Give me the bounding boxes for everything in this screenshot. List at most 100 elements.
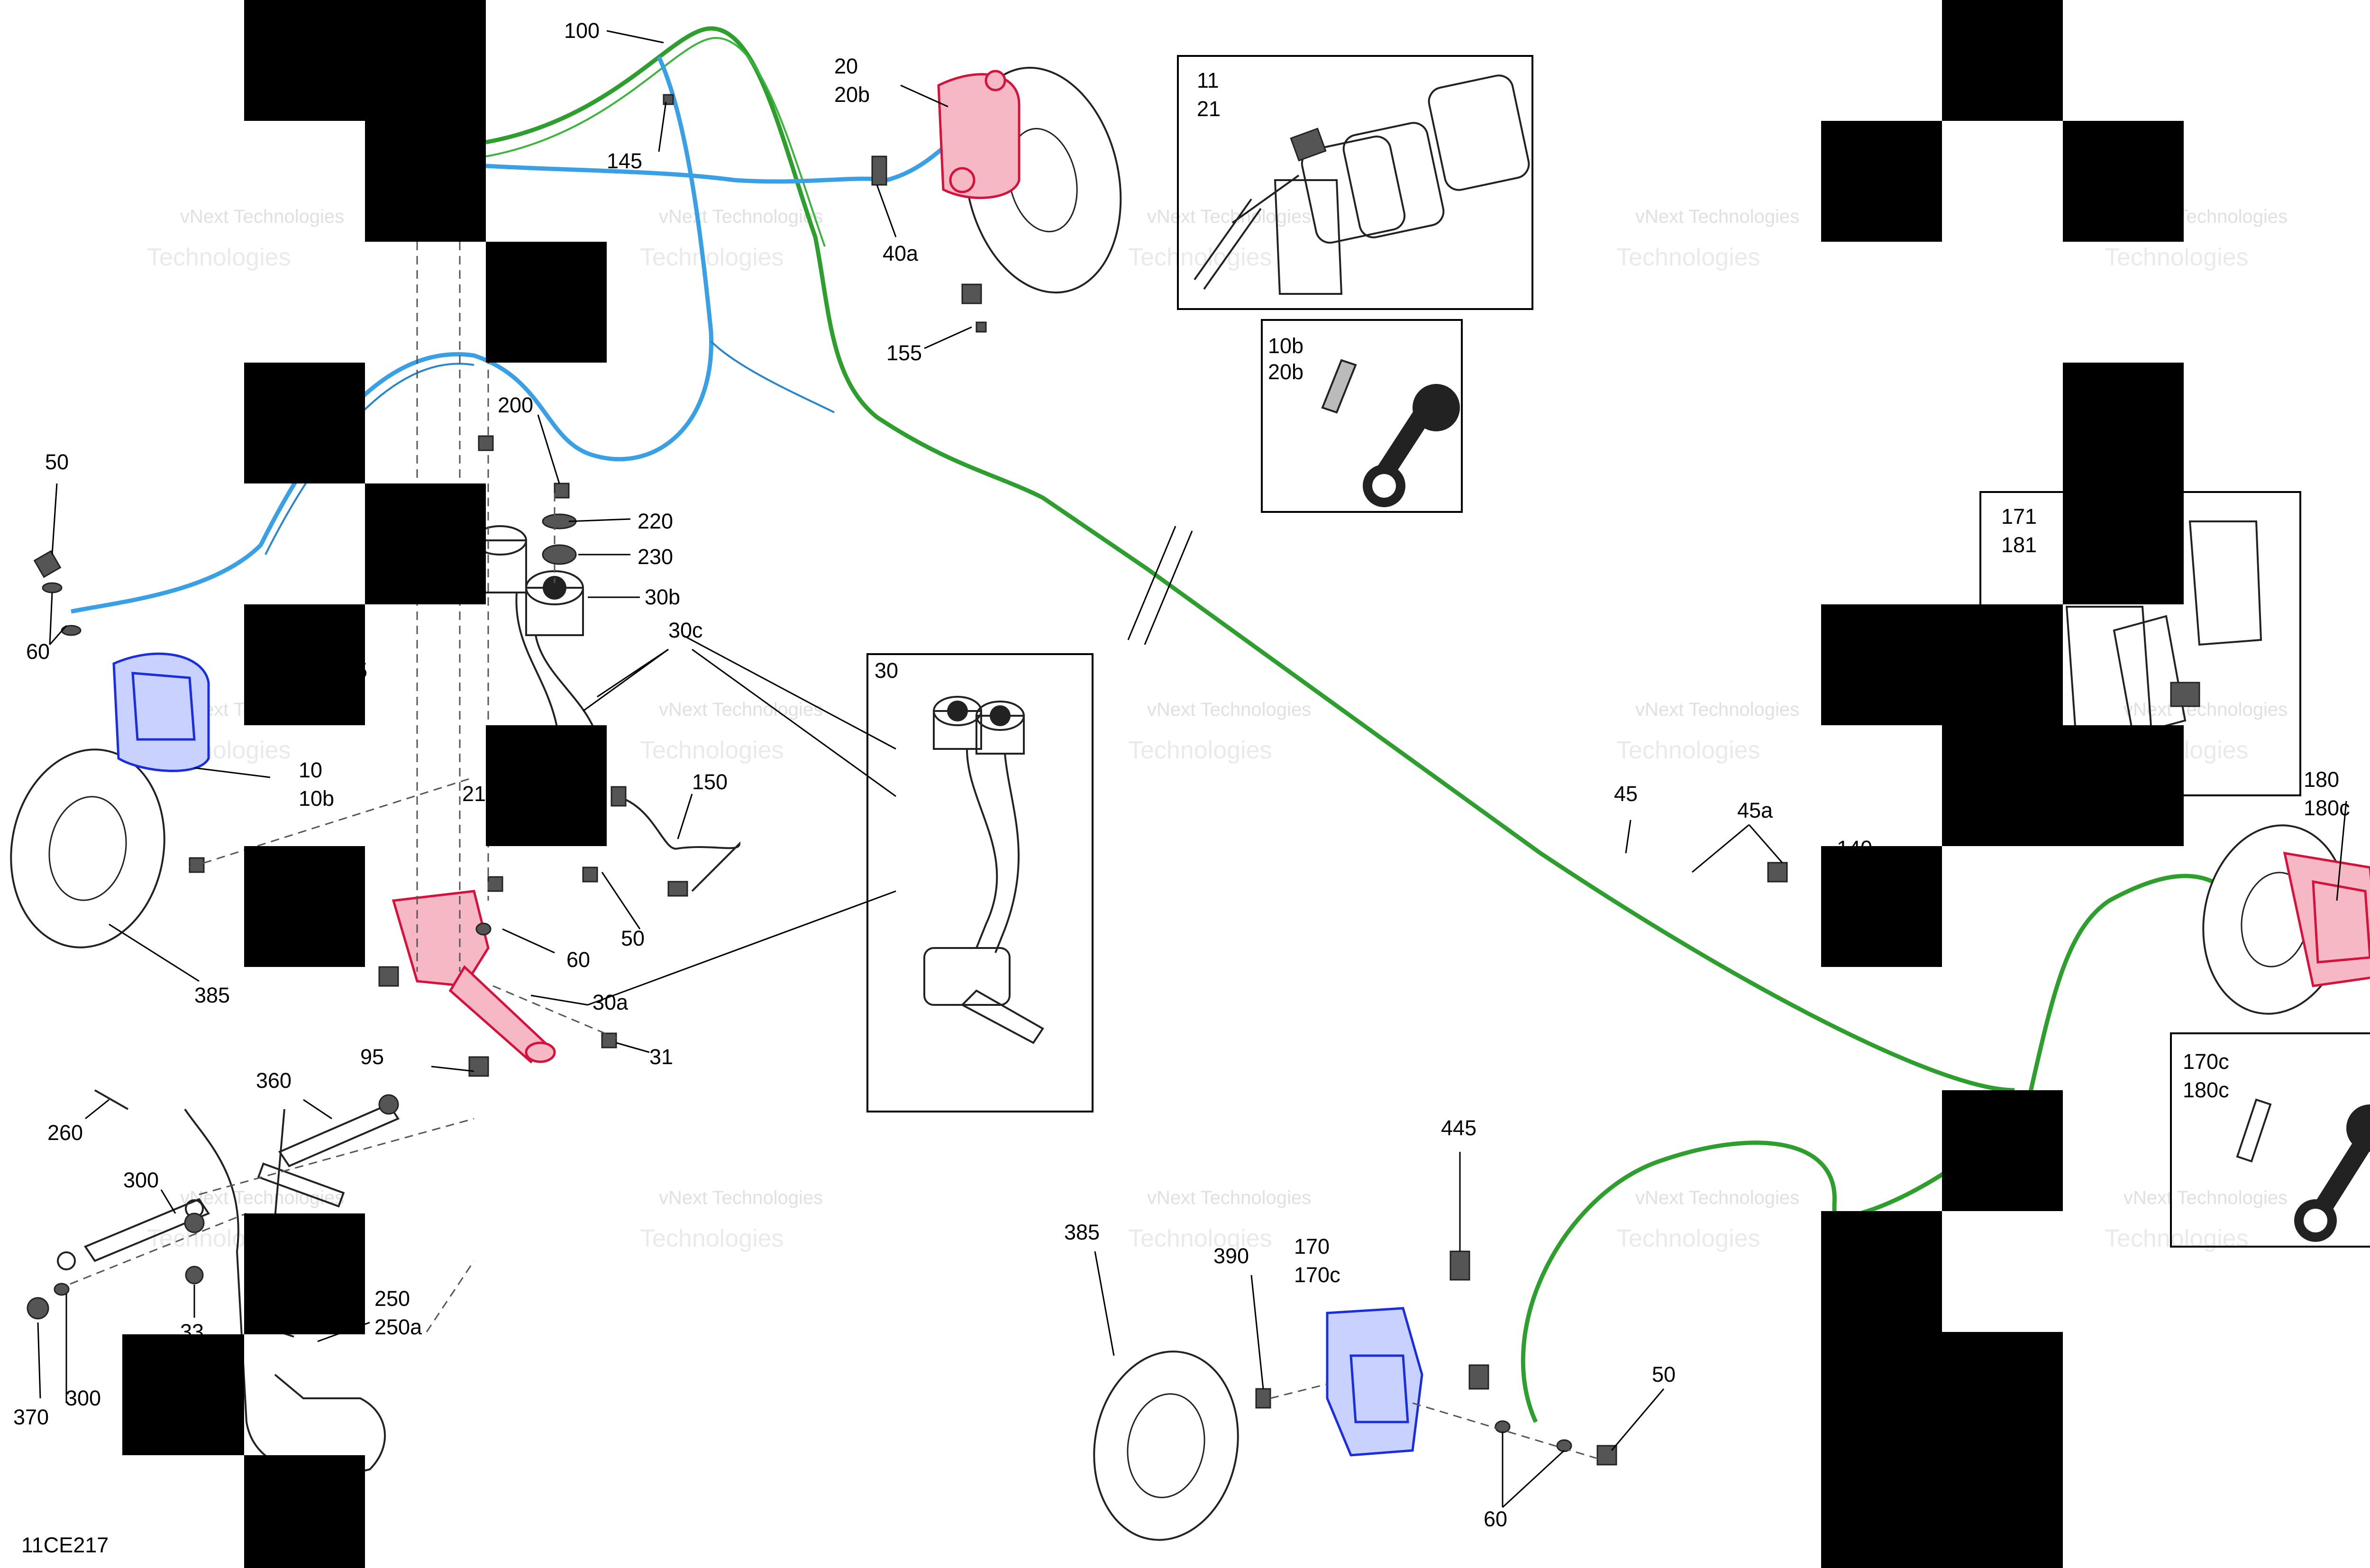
line-break-mark	[1127, 526, 1176, 640]
svg-text:vNext Technologies: vNext Technologies	[2124, 1187, 2288, 1208]
part-label: 11	[1197, 68, 1219, 92]
part-label: 385	[1064, 1220, 1100, 1244]
part-label: 180c	[2304, 796, 2350, 820]
svg-text:vNext Technologies: vNext Technologies	[659, 206, 823, 227]
front-right-caliper-red	[937, 70, 1021, 199]
brake-line-green-main	[485, 26, 2015, 1093]
part-label: 181	[2001, 533, 2037, 557]
line-break-mark	[1144, 530, 1193, 645]
part-label: 50	[45, 450, 69, 474]
detail-box-brake-pads-front: 11 21	[1177, 55, 1533, 310]
front-left-brake-disc	[10, 748, 165, 948]
dashed-guide-lines	[56, 242, 1603, 1461]
detail-box-bleeder-rear: 170c 180c	[2170, 1032, 2370, 1248]
hardware-parts	[27, 94, 1788, 1466]
part-label: 20b	[1268, 360, 1304, 384]
part-label: 95	[360, 1045, 384, 1069]
svg-text:Technologies: Technologies	[1128, 737, 1272, 764]
svg-text:vNext Technologies: vNext Technologies	[1147, 699, 1311, 720]
part-label: 50	[621, 926, 645, 950]
brake-line-blue-front	[71, 56, 978, 614]
svg-text:Technologies: Technologies	[1616, 1225, 1760, 1252]
part-label: 21	[462, 782, 486, 806]
detail-box-bleeder-front: 10b 20b	[1261, 319, 1463, 513]
brake-light-switch-wire	[611, 786, 741, 897]
part-label: 390	[1213, 1244, 1249, 1268]
diagram-id: 11CE217	[21, 1533, 109, 1557]
part-label: 20b	[834, 82, 870, 107]
svg-text:Technologies: Technologies	[1616, 737, 1760, 764]
part-label: 30	[875, 658, 898, 683]
part-label: 50	[1652, 1362, 1676, 1386]
svg-text:vNext Technologies: vNext Technologies	[659, 699, 823, 720]
part-label: 40a	[883, 241, 919, 265]
svg-text:vNext Technologies: vNext Technologies	[1147, 206, 1311, 227]
part-label: 30c	[668, 618, 703, 642]
svg-text:vNext Technologies: vNext Technologies	[659, 1187, 823, 1208]
part-label: 10	[299, 758, 322, 782]
part-label: 60	[1484, 1507, 1507, 1531]
svg-text:Technologies: Technologies	[147, 244, 291, 271]
svg-text:vNext Technologies: vNext Technologies	[1147, 1187, 1311, 1208]
detail-box-master-cylinder: 30	[866, 653, 1094, 1112]
svg-text:vNext Technologies: vNext Technologies	[1635, 699, 1799, 720]
part-label: 385	[194, 983, 230, 1007]
svg-text:vNext Technologies: vNext Technologies	[180, 206, 344, 227]
part-label: 45	[1614, 782, 1638, 806]
part-label: 170	[1294, 1234, 1330, 1258]
redaction-blocks	[122, 0, 2184, 1568]
svg-text:Technologies: Technologies	[1128, 1225, 1272, 1252]
part-labels: 100 145 20 20b 40a 155 200 220 230 30b 3…	[13, 18, 2350, 1557]
svg-text:Technologies: Technologies	[2105, 1225, 2249, 1252]
part-label: 100	[564, 18, 600, 43]
svg-text:vNext Technologies: vNext Technologies	[2124, 699, 2288, 720]
part-label: 220	[638, 509, 673, 533]
part-label: 60	[566, 948, 590, 972]
part-label: 30a	[592, 990, 629, 1014]
part-label: 150	[692, 770, 728, 794]
svg-text:Technologies: Technologies	[640, 737, 784, 764]
front-left-caliper-blue	[112, 652, 210, 772]
svg-text:Technologies: Technologies	[640, 1225, 784, 1252]
rear-right-caliper-red	[2283, 851, 2370, 987]
part-label: 370	[13, 1405, 49, 1429]
part-label: 200	[498, 393, 533, 417]
svg-text:Technologies: Technologies	[1128, 244, 1272, 271]
part-label: 170c	[2183, 1049, 2229, 1074]
rear-left-caliper-blue	[1326, 1307, 1423, 1457]
part-label: 21	[1197, 97, 1221, 121]
part-label: 360	[256, 1068, 292, 1093]
part-label: 10b	[299, 786, 334, 811]
svg-text:vNext Technologies: vNext Technologies	[180, 1187, 344, 1208]
part-label: 180	[2304, 767, 2339, 792]
rear-left-brake-disc	[1093, 1350, 1239, 1541]
part-label: 171	[2001, 504, 2037, 529]
svg-text:Technologies: Technologies	[2105, 244, 2249, 271]
part-label: 250a	[374, 1315, 422, 1339]
part-label: 60	[26, 639, 50, 664]
part-label: 230	[638, 545, 673, 569]
part-label: 31	[649, 1045, 673, 1069]
svg-text:Technologies: Technologies	[640, 244, 784, 271]
svg-text:Technologies: Technologies	[1616, 244, 1760, 271]
part-label: 260	[47, 1121, 83, 1145]
part-label: 250	[374, 1286, 410, 1311]
part-label: 10b	[1268, 334, 1304, 358]
part-label: 20	[834, 54, 858, 78]
part-label: 145	[607, 149, 642, 173]
part-label: 170c	[1294, 1263, 1340, 1287]
part-label: 180c	[2183, 1078, 2229, 1102]
part-label: 155	[886, 341, 922, 365]
svg-text:vNext Technologies: vNext Technologies	[1635, 206, 1799, 227]
